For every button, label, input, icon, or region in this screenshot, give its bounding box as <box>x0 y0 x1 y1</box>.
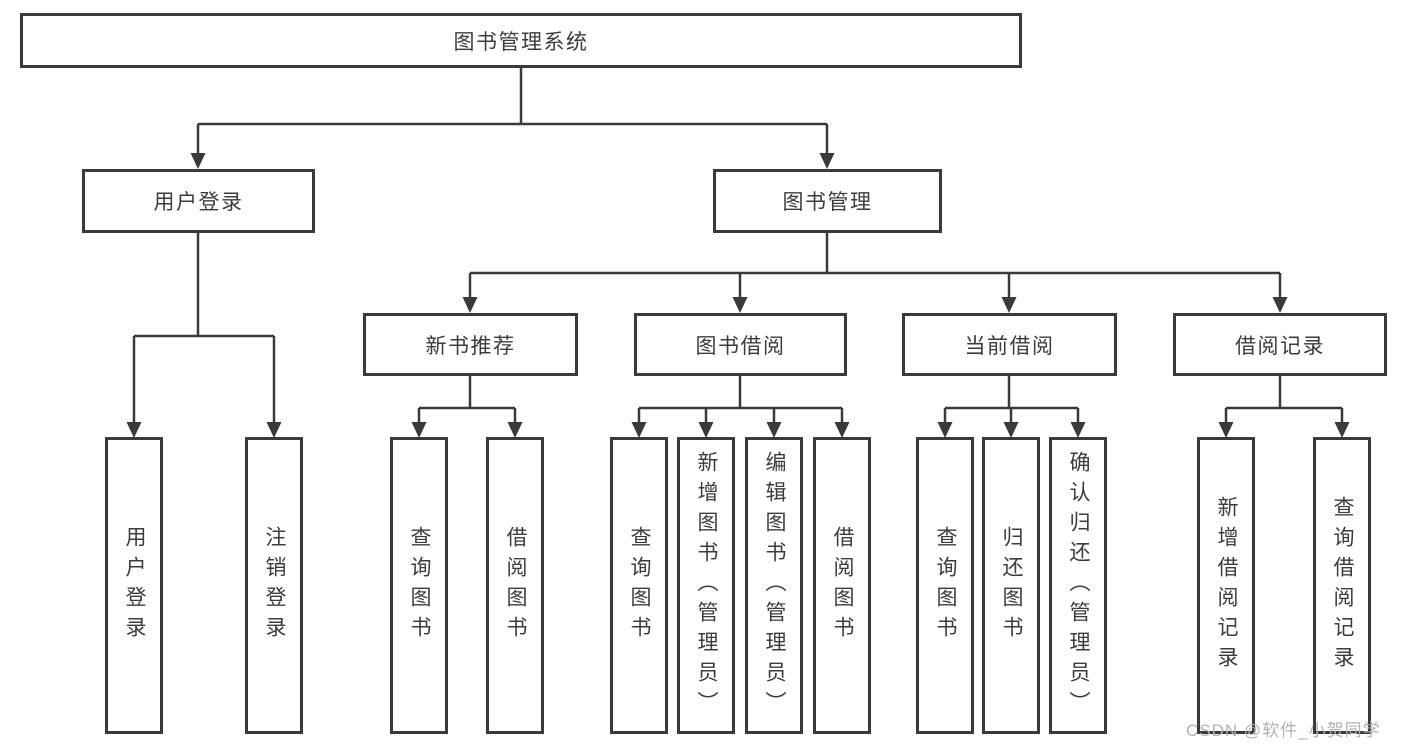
leaf-query-books-newbook: 查询图书 <box>390 437 448 734</box>
node-label: 编辑图书（管理员） <box>763 450 787 721</box>
node-label: 新书推荐 <box>425 334 516 358</box>
node-new-book-recommend: 新书推荐 <box>363 313 578 376</box>
node-label: 新增借阅记录 <box>1215 495 1239 676</box>
node-label: 查询借阅记录 <box>1331 495 1355 676</box>
node-label: 注销登录 <box>263 525 287 646</box>
arrowhead-icons <box>126 153 1350 438</box>
node-user-login: 用户登录 <box>82 169 315 233</box>
node-label: 用户登录 <box>153 191 244 214</box>
csdn-watermark: CSDN @软件_小贺同学 <box>1186 721 1381 740</box>
node-label: 图书借阅 <box>695 334 786 358</box>
node-label: 查询图书 <box>934 525 958 646</box>
leaf-edit-books-admin: 编辑图书（管理员） <box>745 437 803 734</box>
leaf-add-books-admin: 新增图书（管理员） <box>677 437 735 734</box>
leaf-query-books-borrow: 查询图书 <box>610 437 668 734</box>
leaf-logout: 注销登录 <box>245 437 303 734</box>
node-label: 查询图书 <box>628 525 652 646</box>
node-label: 借阅记录 <box>1235 334 1325 358</box>
node-label: 图书管理系统 <box>453 30 589 54</box>
node-current-borrow: 当前借阅 <box>902 313 1117 376</box>
node-label: 新增图书（管理员） <box>695 450 719 721</box>
node-label: 确认归还（管理员） <box>1067 450 1091 721</box>
node-book-management: 图书管理 <box>713 169 942 233</box>
node-borrow-records: 借阅记录 <box>1173 313 1387 376</box>
node-label: 图书管理 <box>782 191 873 214</box>
node-label: 用户登录 <box>123 525 147 646</box>
leaf-query-borrow-record: 查询借阅记录 <box>1313 437 1371 734</box>
leaf-borrow-books: 借阅图书 <box>813 437 871 734</box>
node-label: 借阅图书 <box>504 525 528 646</box>
leaf-add-borrow-record: 新增借阅记录 <box>1197 437 1255 734</box>
node-label: 查询图书 <box>408 525 432 646</box>
node-label: 归还图书 <box>1000 525 1024 646</box>
node-label: 借阅图书 <box>831 525 855 646</box>
leaf-return-books: 归还图书 <box>982 437 1040 734</box>
leaf-confirm-return-admin: 确认归还（管理员） <box>1049 437 1107 734</box>
node-label: 当前借阅 <box>964 334 1055 358</box>
node-book-borrow: 图书借阅 <box>634 313 847 376</box>
leaf-borrow-books-newbook: 借阅图书 <box>486 437 544 734</box>
leaf-query-books-current: 查询图书 <box>916 437 974 734</box>
node-root-library-system: 图书管理系统 <box>20 13 1022 68</box>
leaf-user-login: 用户登录 <box>105 437 163 734</box>
